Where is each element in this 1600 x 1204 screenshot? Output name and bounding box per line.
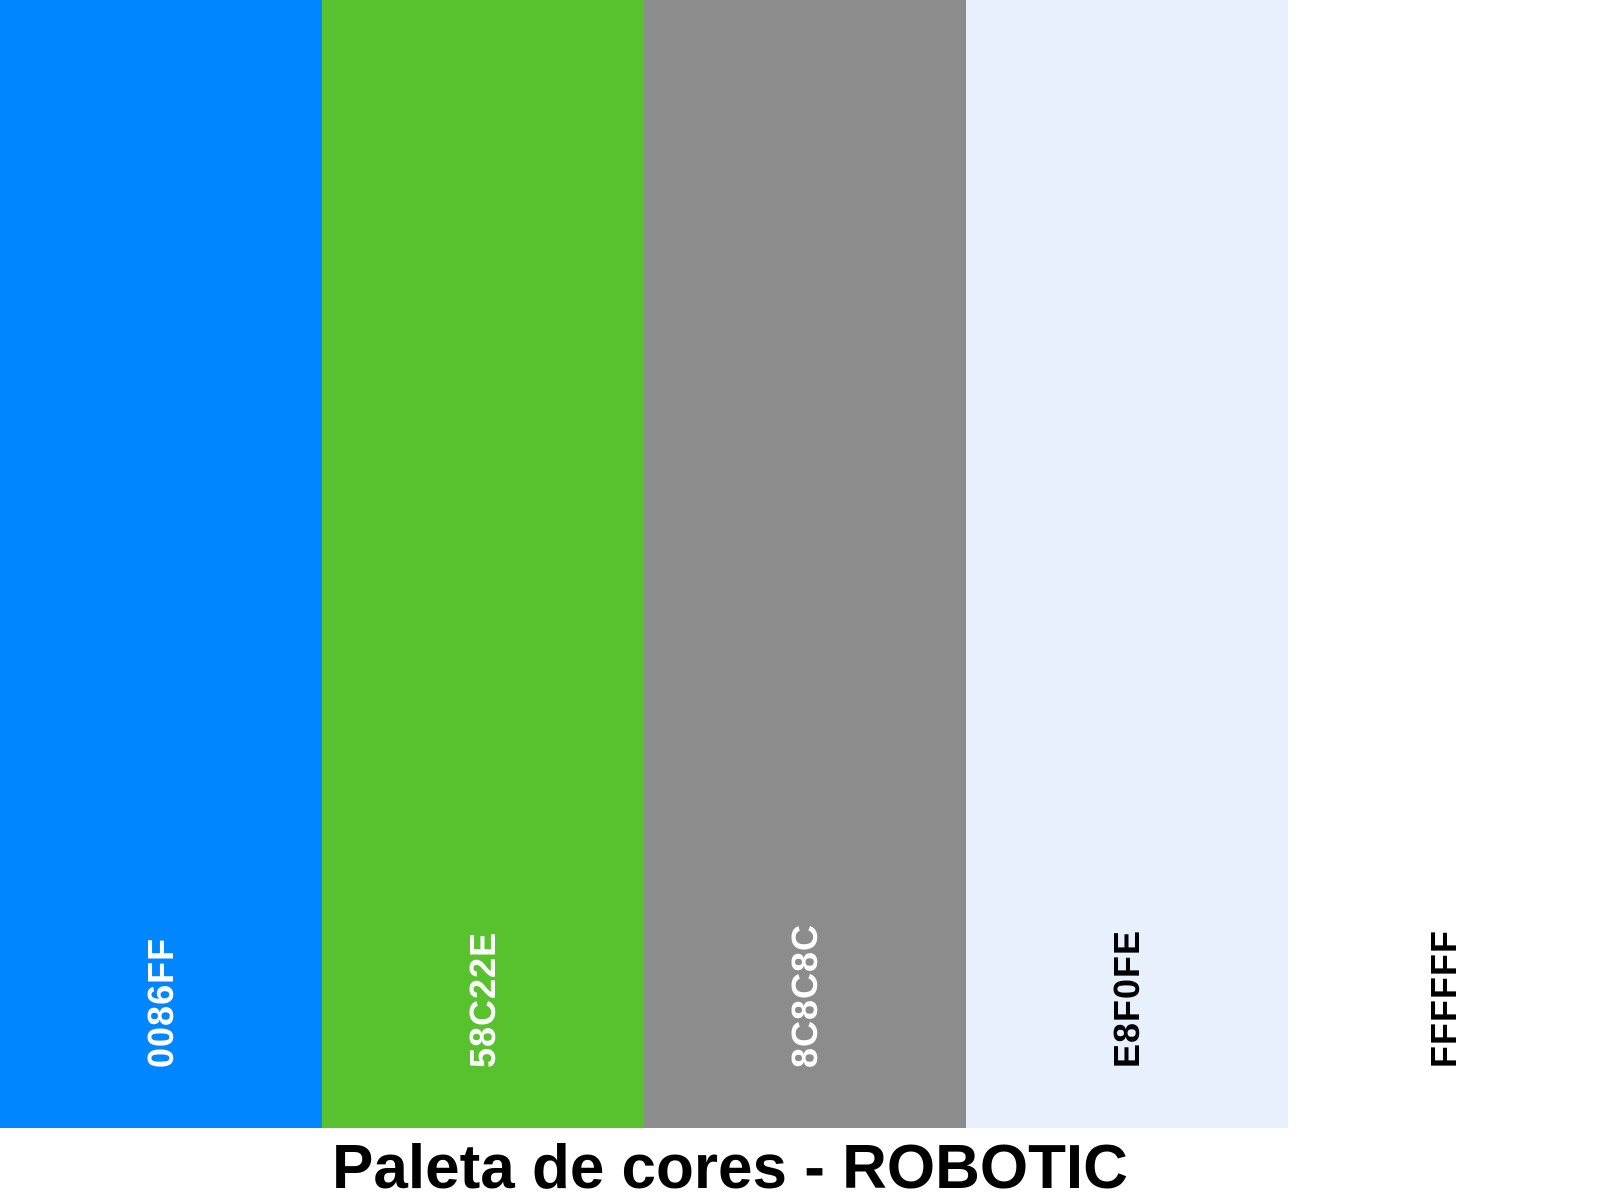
swatch-hex-label: 8C8C8C	[784, 923, 825, 1068]
swatch-label-wrap: 0086FF	[0, 908, 322, 1068]
swatch-row: 0086FF 58C22E 8C8C8C E8F0FE FFFFFF	[0, 0, 1600, 1128]
swatch-hex-label: 0086FF	[140, 937, 181, 1068]
swatch-hex-label: 58C22E	[462, 931, 503, 1068]
swatch-label-wrap: FFFFFF	[1288, 908, 1600, 1068]
swatch-hex-label: FFFFFF	[1423, 930, 1464, 1068]
swatch-label-wrap: E8F0FE	[966, 908, 1288, 1068]
swatch-ffffff: FFFFFF	[1288, 0, 1600, 1128]
swatch-hex-label: E8F0FE	[1106, 929, 1147, 1068]
swatch-label-wrap: 58C22E	[322, 908, 644, 1068]
palette-title: Paleta de cores - ROBOTIC	[332, 1133, 1128, 1202]
swatch-58c22e: 58C22E	[322, 0, 644, 1128]
swatch-label-wrap: 8C8C8C	[644, 908, 966, 1068]
swatch-e8f0fe: E8F0FE	[966, 0, 1288, 1128]
swatch-0086ff: 0086FF	[0, 0, 322, 1128]
swatch-8c8c8c: 8C8C8C	[644, 0, 966, 1128]
